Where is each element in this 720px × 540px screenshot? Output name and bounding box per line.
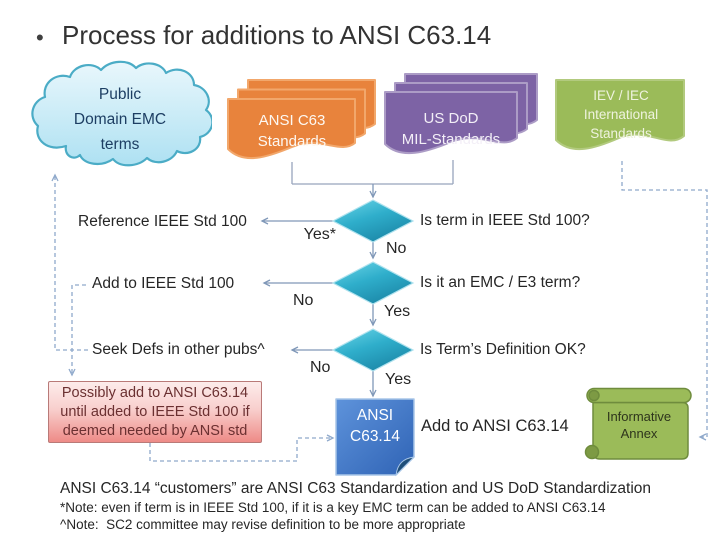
question-is-term-in-ieee: Is term in IEEE Std 100?	[420, 212, 590, 229]
decision-diamond-3	[331, 328, 415, 372]
branch-label-no-2: No	[293, 292, 314, 309]
result-box-ansi-c6314	[335, 398, 415, 477]
action-seek-defs: Seek Defs in other pubs^	[92, 341, 265, 358]
branch-label-yes-1: Yes*	[303, 226, 336, 243]
result-box-label: ANSI C63.14	[350, 407, 400, 445]
ansi-c63-standards-stack	[227, 79, 376, 160]
ansi-c63-standards-label: ANSI C63 Standards	[257, 112, 327, 150]
branch-label-yes-3: Yes	[385, 371, 412, 388]
note-box-text: Possibly add to ANSI C63.14 until added …	[60, 384, 250, 439]
page-title: Process for additions to ANSI C63.14	[62, 20, 492, 50]
note-box-possibly-add: Possibly add to ANSI C63.14 until added …	[48, 381, 262, 443]
question-is-emc-e3-term: Is it an EMC / E3 term?	[420, 274, 581, 291]
footnote-star-note: *Note: even if term is in IEEE Std 100, …	[60, 500, 606, 515]
question-is-definition-ok: Is Term’s Definition OK?	[420, 341, 586, 358]
decision-diamond-1	[331, 199, 415, 243]
decision-diamond-2	[331, 261, 415, 305]
cloud-public-domain-emc-label: Public Domain EMC terms	[73, 86, 167, 153]
iev-iec-standards-label: IEV / IEC International Standards	[583, 88, 659, 141]
title-bullet: •	[36, 25, 44, 50]
connector-addieee-notebox	[68, 284, 86, 377]
branch-label-yes-2: Yes	[384, 303, 411, 320]
iev-iec-standards-flag	[555, 79, 685, 151]
us-dod-mil-standards-label: US DoD MIL-Standards	[401, 110, 501, 148]
connector-seekdefs-cloud	[51, 173, 88, 351]
connector-iev-annex	[621, 161, 708, 441]
footnote-caret-note: ^Note: SC2 committee may revise definiti…	[60, 517, 466, 532]
cloud-shape	[31, 60, 212, 167]
action-reference-ieee: Reference IEEE Std 100	[78, 213, 247, 230]
branch-label-no-1: No	[386, 240, 407, 257]
result-caption: Add to ANSI C63.14	[421, 417, 569, 435]
connector-notebox-result	[149, 434, 335, 462]
us-dod-mil-standards-stack	[384, 73, 538, 155]
footnote-customers: ANSI C63.14 “customers” are ANSI C63 Sta…	[60, 480, 652, 497]
informative-annex-scroll	[584, 387, 692, 460]
branch-label-no-3: No	[310, 359, 331, 376]
informative-annex-label: Informative Annex	[606, 409, 672, 441]
action-add-to-ieee: Add to IEEE Std 100	[92, 275, 235, 292]
